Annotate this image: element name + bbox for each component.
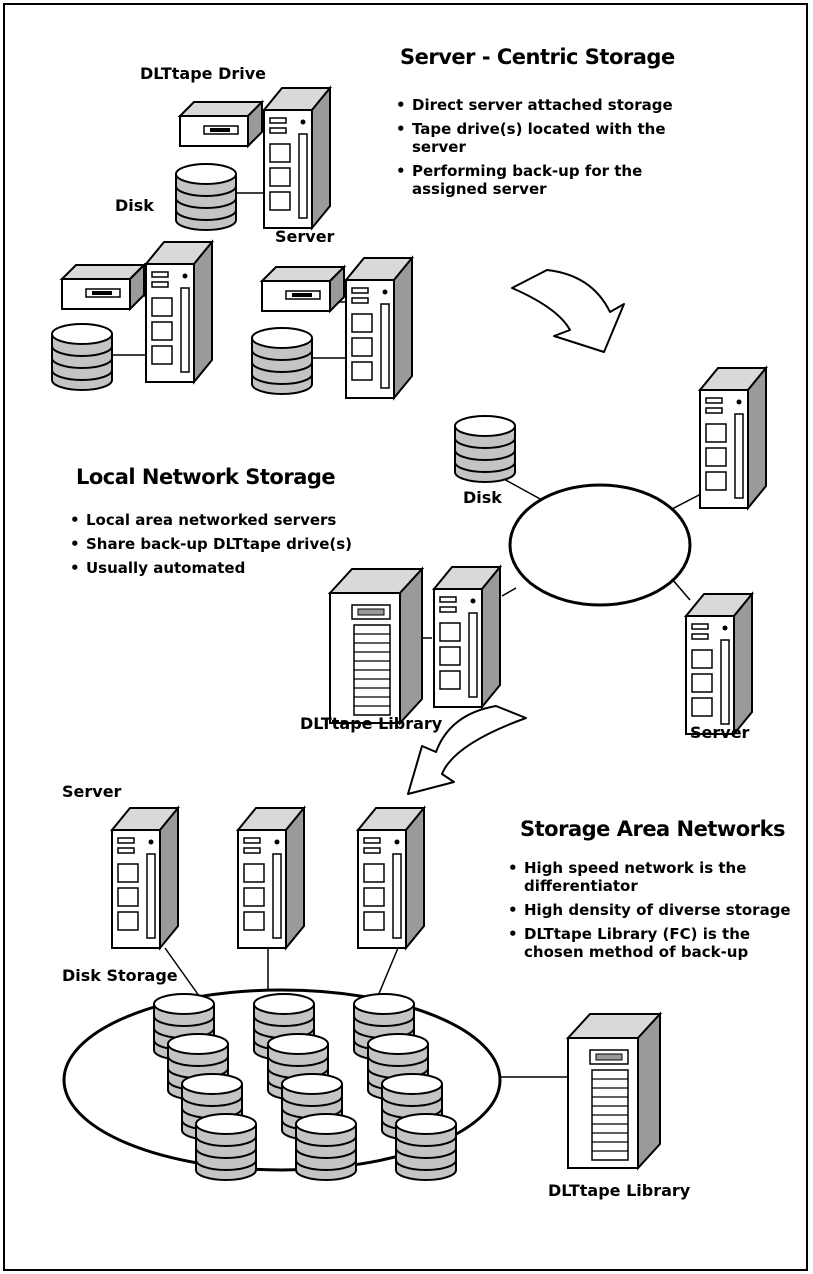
disk-icon (251, 327, 313, 395)
disk-icon (395, 1113, 457, 1181)
curved-arrow-1 (511, 269, 625, 353)
tape-library-icon (567, 1013, 661, 1169)
server-icon (237, 807, 305, 949)
bullet-item: High density of diverse storage (508, 901, 808, 919)
bullet-item: Direct server attached storage (396, 96, 696, 114)
bullet-item: DLTtape Library (FC) is the chosen metho… (508, 925, 794, 961)
bullet-item: Local area networked servers (70, 511, 352, 529)
bullet-item: Usually automated (70, 559, 352, 577)
disk-icon (175, 163, 237, 231)
disk-icon (454, 415, 516, 483)
server-icon (685, 593, 753, 735)
curved-arrow-2 (407, 705, 527, 795)
cluster-3 (251, 257, 413, 399)
san-bullets: High speed network is the differentiator… (508, 859, 808, 967)
tape-library-label: DLTtape Library (548, 1181, 691, 1200)
local-network-bullets: Local area networked servers Share back-… (70, 511, 352, 583)
server-icon (263, 87, 331, 229)
disk-label: Disk (115, 196, 154, 215)
diagram-frame (3, 3, 808, 1271)
bullet-item: Tape drive(s) located with the server (396, 120, 682, 156)
tape-drive-icon (261, 266, 345, 312)
server-icon (111, 807, 179, 949)
disk-icon (51, 323, 113, 391)
tape-library-icon (329, 568, 423, 724)
tape-library-label: DLTtape Library (300, 714, 443, 733)
server-label: Server (62, 782, 122, 801)
disk-icon (295, 1113, 357, 1181)
cluster-2 (51, 241, 213, 391)
lan-ring (508, 483, 692, 607)
bullet-item: Share back-up DLTtape drive(s) (70, 535, 352, 553)
tape-drive-icon (61, 264, 145, 310)
bullet-item: High speed network is the differentiator (508, 859, 784, 895)
server-centric-bullets: Direct server attached storage Tape driv… (396, 96, 696, 204)
disk-icon (195, 1113, 257, 1181)
section-title-local-network: Local Network Storage (76, 465, 336, 489)
cluster-1 (175, 87, 331, 231)
server-label: Server (690, 723, 750, 742)
section-title-san: Storage Area Networks (520, 817, 786, 841)
server-label: Server (275, 227, 335, 246)
san-network (62, 807, 661, 1181)
disk-storage-label: Disk Storage (62, 966, 178, 985)
lan-network (329, 367, 767, 735)
tape-drive-icon (179, 101, 263, 147)
server-icon (433, 566, 501, 708)
server-icon (145, 241, 213, 383)
section-title-server-centric: Server - Centric Storage (400, 45, 675, 69)
bullet-item: Performing back-up for the assigned serv… (396, 162, 662, 198)
server-icon (357, 807, 425, 949)
disk-label: Disk (463, 488, 502, 507)
server-icon (699, 367, 767, 509)
tape-drive-label: DLTtape Drive (140, 64, 266, 83)
server-icon (345, 257, 413, 399)
